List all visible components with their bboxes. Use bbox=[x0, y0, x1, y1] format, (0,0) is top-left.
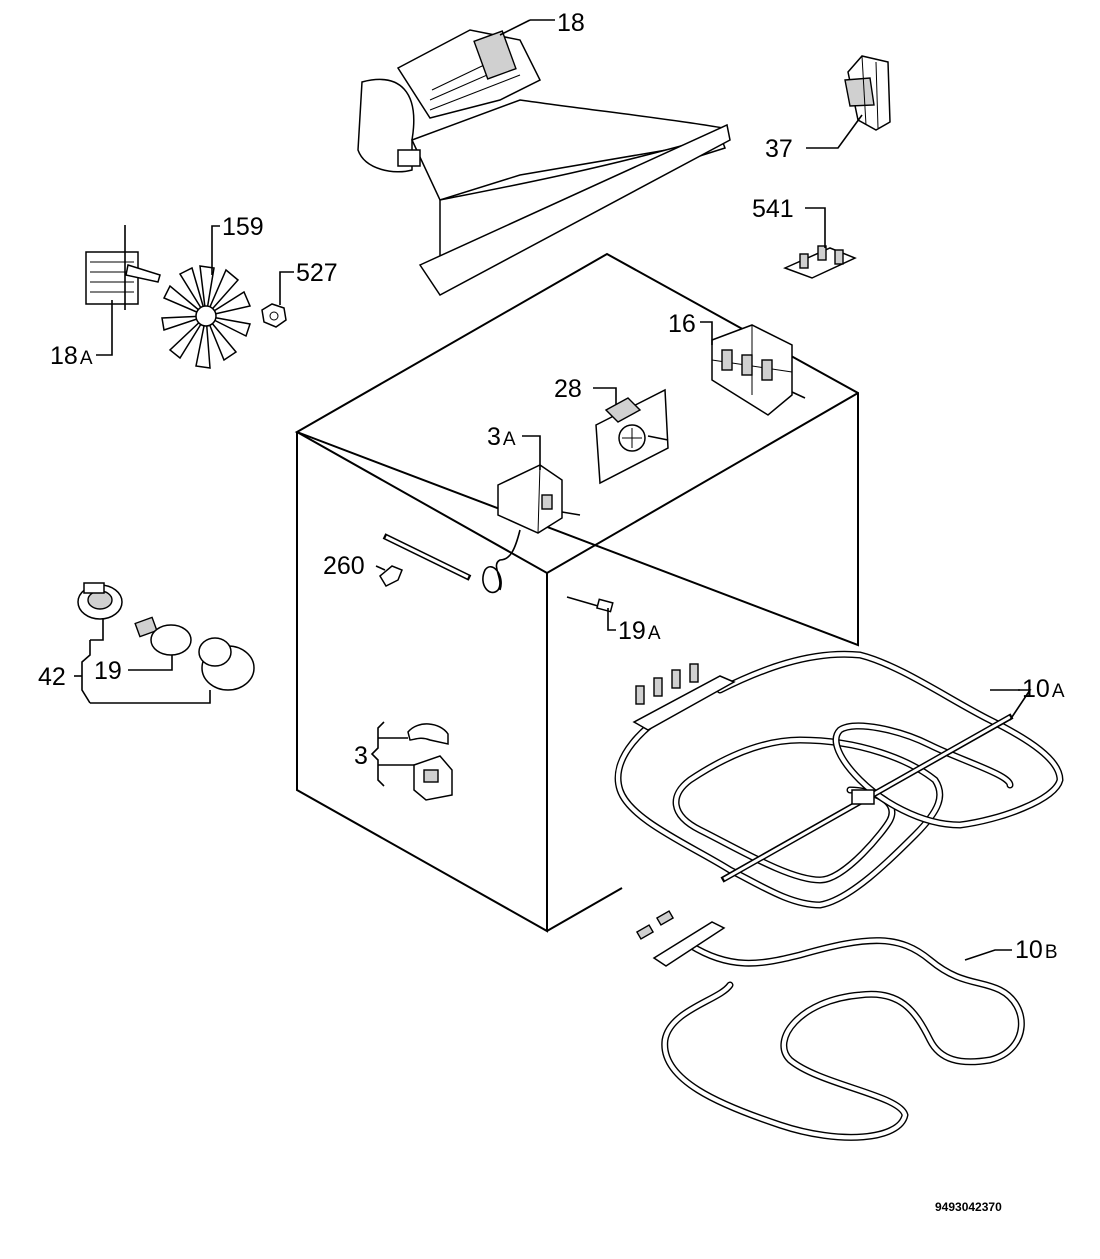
grill-element-part bbox=[614, 650, 1064, 909]
callout-37: 37 bbox=[765, 135, 793, 163]
callout-527: 527 bbox=[296, 259, 338, 287]
callout-42: 42 bbox=[38, 663, 66, 691]
selector-switch-part bbox=[711, 324, 806, 416]
indicator-lamp-part bbox=[566, 596, 614, 613]
fan-housing-part bbox=[357, 29, 731, 296]
oven-cavity bbox=[294, 252, 859, 933]
oven-lamp-assembly-part bbox=[77, 582, 255, 691]
callout-3: 3 bbox=[354, 742, 368, 770]
bottom-element-part bbox=[635, 910, 1025, 1141]
document-number: 9493042370 bbox=[935, 1200, 1002, 1214]
callout-16: 16 bbox=[668, 310, 696, 338]
callout-19: 19 bbox=[94, 657, 122, 685]
callout-18: 18 bbox=[557, 9, 585, 37]
fan-blade-part bbox=[161, 265, 252, 369]
terminal-541-part bbox=[783, 245, 857, 279]
timer-part bbox=[595, 388, 669, 485]
clip-260-part bbox=[379, 565, 403, 587]
safety-thermostat-part bbox=[407, 723, 453, 801]
callout-260: 260 bbox=[323, 552, 365, 580]
nut-part bbox=[261, 303, 287, 328]
fan-motor-part bbox=[85, 225, 161, 310]
switch-37-part bbox=[844, 55, 891, 131]
thermostat-part bbox=[382, 464, 581, 594]
lamp-bulb-part bbox=[134, 616, 192, 656]
callout-541: 541 bbox=[752, 195, 794, 223]
callout-159: 159 bbox=[222, 213, 264, 241]
callout-28: 28 bbox=[554, 375, 582, 403]
